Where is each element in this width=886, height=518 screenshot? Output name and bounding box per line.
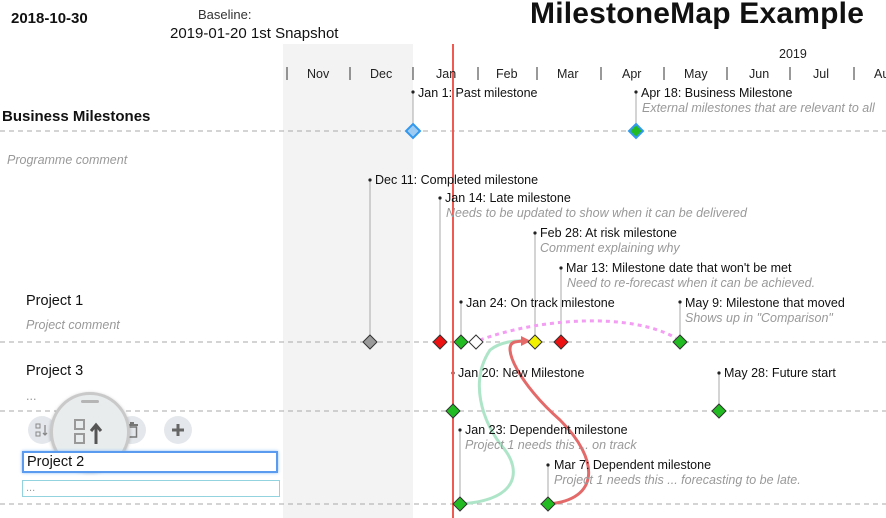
drag-grip[interactable] bbox=[81, 400, 99, 403]
month-label: Jan bbox=[436, 67, 457, 81]
milestone-label[interactable]: May 28: Future start bbox=[724, 366, 836, 380]
milestone-diamond-wont-be-met[interactable] bbox=[553, 334, 569, 350]
milestone-diamond-baseline-ghost[interactable] bbox=[468, 334, 484, 350]
report-date: 2018-10-30 bbox=[11, 10, 88, 27]
milestone-label[interactable]: Feb 28: At risk milestone bbox=[540, 226, 677, 240]
milestone-label[interactable]: Jan 14: Late milestone bbox=[445, 191, 571, 205]
milestone-label[interactable]: Mar 7: Dependent milestone bbox=[554, 458, 712, 472]
milestone-comment: Comment explaining why bbox=[540, 241, 680, 255]
milestone-diamond-at-risk[interactable] bbox=[527, 334, 543, 350]
move-up-icon bbox=[74, 419, 103, 444]
milestone-label[interactable]: Dec 11: Completed milestone bbox=[375, 173, 539, 187]
month-label: Dec bbox=[370, 67, 393, 81]
add-button[interactable] bbox=[164, 416, 192, 444]
dependency-arrowhead bbox=[521, 336, 531, 346]
label-dots bbox=[368, 90, 721, 467]
milestone-diamond-dependent-2[interactable] bbox=[540, 496, 556, 512]
milestone-diamond-business-2[interactable] bbox=[627, 122, 645, 140]
milestone-diamond-dependent-1[interactable] bbox=[452, 496, 468, 512]
milestone-comment: Shows up in "Comparison" bbox=[685, 311, 833, 325]
milestone-diamond-moved[interactable] bbox=[672, 334, 688, 350]
month-label: Apr bbox=[622, 67, 642, 81]
add-icon bbox=[172, 424, 184, 436]
month-label: Au bbox=[874, 67, 886, 81]
project-name[interactable]: Project 1 bbox=[26, 293, 84, 309]
milestone-label[interactable]: Jan 24: On track milestone bbox=[466, 296, 615, 310]
milestone-diamond-business-1[interactable] bbox=[404, 122, 422, 140]
programme-comment[interactable]: Programme comment bbox=[7, 153, 128, 167]
milestone-comment: Need to re-forecast when it can be achie… bbox=[567, 276, 816, 290]
month-label: Nov bbox=[307, 67, 330, 81]
dependency-arrow-ontrack bbox=[459, 339, 528, 506]
project-comment-input[interactable]: ... bbox=[22, 480, 280, 497]
milestone-label[interactable]: Mar 13: Milestone date that won't be met bbox=[566, 261, 792, 275]
month-label: Feb bbox=[496, 67, 518, 81]
page-title: MilestoneMap Example bbox=[530, 0, 865, 30]
month-ticks bbox=[286, 67, 855, 80]
milestone-diamond-completed[interactable] bbox=[362, 334, 378, 350]
project-name-input[interactable] bbox=[22, 451, 278, 473]
project-comment[interactable]: ... bbox=[26, 389, 37, 403]
milestone-label[interactable]: May 9: Milestone that moved bbox=[685, 296, 845, 310]
past-period-shading bbox=[283, 44, 413, 518]
dependency-arrow-late bbox=[508, 339, 591, 506]
milestone-label[interactable]: Jan 1: Past milestone bbox=[418, 86, 538, 100]
group-title: Business Milestones bbox=[2, 108, 151, 125]
baseline-selector[interactable]: 2019-01-20 1st Snapshot bbox=[170, 25, 339, 42]
year-label: 2019 bbox=[779, 47, 807, 61]
milestone-moved-arc bbox=[479, 319, 677, 342]
sort-icon bbox=[35, 423, 48, 437]
milestone-comment: Needs to be updated to show when it can … bbox=[446, 206, 747, 220]
milestone-comment: Project 1 needs this ... on track bbox=[465, 438, 637, 452]
month-label: Jul bbox=[813, 67, 829, 81]
month-label: May bbox=[684, 67, 708, 81]
milestone-label[interactable]: Jan 20: New Milestone bbox=[458, 366, 585, 380]
milestone-diamond-future-start[interactable] bbox=[711, 403, 727, 419]
milestone-diamond-new[interactable] bbox=[445, 403, 461, 419]
month-label: Mar bbox=[557, 67, 579, 81]
baseline-label: Baseline: bbox=[198, 7, 252, 22]
milestone-diamond-ontrack[interactable] bbox=[453, 334, 469, 350]
month-label: Jun bbox=[749, 67, 770, 81]
milestone-label[interactable]: Apr 18: Business Milestone bbox=[641, 86, 793, 100]
project-name[interactable]: Project 3 bbox=[26, 363, 84, 379]
milestone-label[interactable]: Jan 23: Dependent milestone bbox=[465, 423, 628, 437]
milestone-comment: External milestones that are relevant to… bbox=[642, 101, 875, 115]
milestone-diamond-late[interactable] bbox=[432, 334, 448, 350]
milestone-comment: Project 1 needs this ... forecasting to … bbox=[554, 473, 801, 487]
project-comment[interactable]: Project comment bbox=[26, 318, 120, 332]
